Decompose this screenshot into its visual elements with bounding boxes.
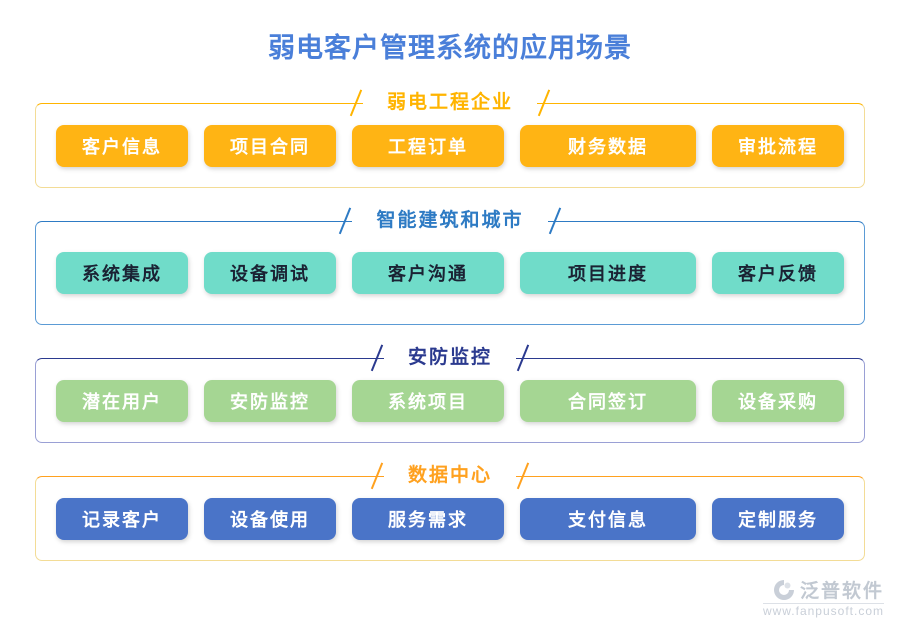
section-box: 智能建筑和城市 系统集成 设备调试 客户沟通 项目进度 客户反馈 xyxy=(35,206,865,325)
section-title: 智能建筑和城市 xyxy=(352,206,548,235)
chip-approval-flow[interactable]: 审批流程 xyxy=(712,124,844,167)
section-header: 弱电工程企业 xyxy=(36,88,864,117)
watermark-url: www.fanpusoft.com xyxy=(762,603,884,618)
section-header: 数据中心 xyxy=(36,461,864,490)
slash-icon xyxy=(516,344,530,372)
chip-payment-info[interactable]: 支付信息 xyxy=(520,497,696,540)
section-security-monitoring: 安防监控 潜在用户 安防监控 系统项目 合同签订 设备采购 xyxy=(35,343,865,443)
slash-icon xyxy=(349,89,363,117)
chip-security-monitoring[interactable]: 安防监控 xyxy=(204,379,336,422)
chip-customer-feedback[interactable]: 客户反馈 xyxy=(712,252,844,294)
chip-customer-communication[interactable]: 客户沟通 xyxy=(352,252,504,294)
chip-custom-service[interactable]: 定制服务 xyxy=(712,497,844,540)
slash-icon xyxy=(537,89,551,117)
chip-system-integration[interactable]: 系统集成 xyxy=(56,252,188,294)
chip-potential-users[interactable]: 潜在用户 xyxy=(56,379,188,422)
slash-icon xyxy=(516,462,530,490)
section-weak-current-engineering: 弱电工程企业 客户信息 项目合同 工程订单 财务数据 审批流程 xyxy=(35,88,865,188)
section-title: 数据中心 xyxy=(383,461,516,490)
slash-icon xyxy=(370,462,384,490)
chip-system-project[interactable]: 系统项目 xyxy=(352,379,504,422)
slash-icon xyxy=(339,207,352,235)
page-title: 弱电客户管理系统的应用场景 xyxy=(268,33,632,63)
section-header: 安防监控 xyxy=(36,343,864,372)
section-title: 安防监控 xyxy=(383,343,516,372)
chip-engineering-order[interactable]: 工程订单 xyxy=(352,124,504,167)
chip-contract-signing[interactable]: 合同签订 xyxy=(520,379,696,422)
chip-project-progress[interactable]: 项目进度 xyxy=(520,252,696,294)
chip-record-customer[interactable]: 记录客户 xyxy=(56,497,188,540)
section-box: 弱电工程企业 客户信息 项目合同 工程订单 财务数据 审批流程 xyxy=(35,88,865,188)
section-data-center: 数据中心 记录客户 设备使用 服务需求 支付信息 定制服务 xyxy=(35,461,865,561)
chip-equipment-debugging[interactable]: 设备调试 xyxy=(204,252,336,294)
slash-icon xyxy=(548,207,561,235)
diagram-body: 弱电工程企业 客户信息 项目合同 工程订单 财务数据 审批流程 智能建筑和城市 … xyxy=(35,88,865,561)
fanpu-logo-icon xyxy=(773,579,794,600)
slash-icon xyxy=(370,344,384,372)
section-smart-building-city: 智能建筑和城市 系统集成 设备调试 客户沟通 项目进度 客户反馈 xyxy=(35,206,865,325)
section-header: 智能建筑和城市 xyxy=(36,206,864,235)
section-box: 安防监控 潜在用户 安防监控 系统项目 合同签订 设备采购 xyxy=(35,343,865,443)
chip-equipment-procurement[interactable]: 设备采购 xyxy=(712,379,844,422)
section-title: 弱电工程企业 xyxy=(362,88,537,117)
chip-customer-info[interactable]: 客户信息 xyxy=(56,124,188,167)
chip-service-demand[interactable]: 服务需求 xyxy=(352,497,504,540)
watermark-brand: 泛普软件 xyxy=(799,581,884,602)
chip-equipment-usage[interactable]: 设备使用 xyxy=(204,497,336,540)
chip-project-contract[interactable]: 项目合同 xyxy=(204,124,336,167)
watermark: 泛普软件 www.fanpusoft.com xyxy=(762,576,884,618)
chip-financial-data[interactable]: 财务数据 xyxy=(520,124,696,167)
section-box: 数据中心 记录客户 设备使用 服务需求 支付信息 定制服务 xyxy=(35,461,865,561)
